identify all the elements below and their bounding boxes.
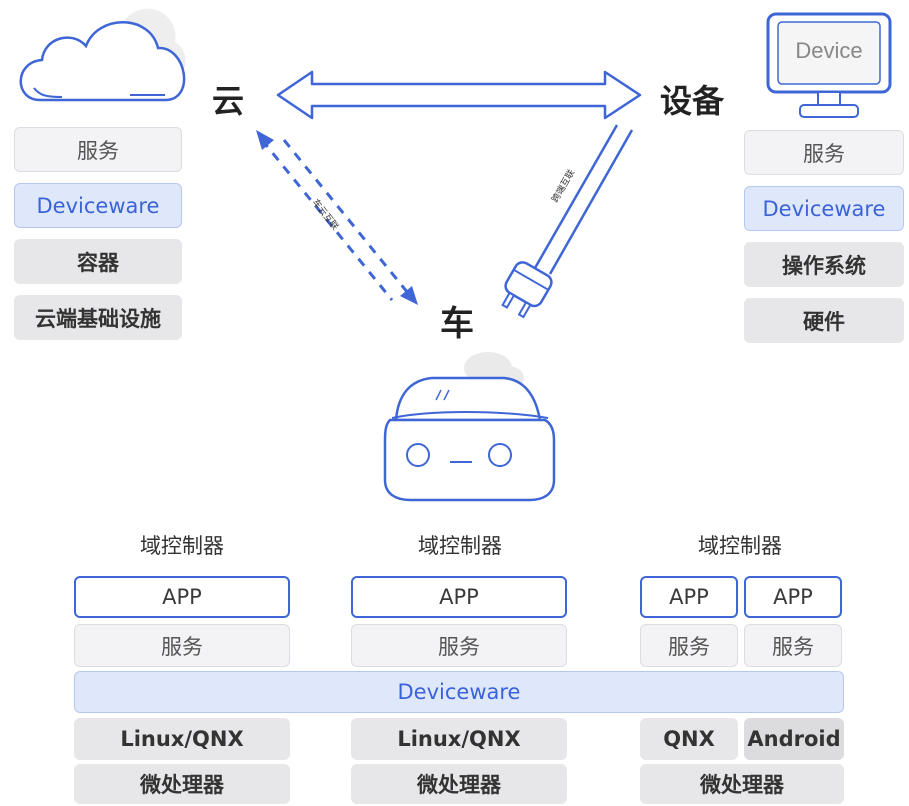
monitor-icon <box>766 12 892 118</box>
device-hardware-layer: 硬件 <box>744 298 904 343</box>
device-os-layer: 操作系统 <box>744 242 904 287</box>
cloud-label: 云 <box>212 82 245 120</box>
cloud-device-arrow <box>276 70 642 120</box>
device-service-layer: 服务 <box>744 130 904 175</box>
cloud-service-layer: 服务 <box>14 127 182 172</box>
controller-1-service: 服务 <box>74 624 290 667</box>
controller-1-app: APP <box>74 576 290 618</box>
controller-2-service: 服务 <box>351 624 567 667</box>
arrow-head-down <box>400 286 418 305</box>
car-cloud-dashed-arrows <box>260 139 414 301</box>
controller-1-os: Linux/QNX <box>74 718 290 760</box>
cloud-icon <box>19 8 186 102</box>
controller-1-hardware: 微处理器 <box>74 764 290 804</box>
cloud-infrastructure-layer: 云端基础设施 <box>14 295 182 340</box>
controller-2-app: APP <box>351 576 567 618</box>
cloud-deviceware-layer: Deviceware <box>14 183 182 228</box>
controller-3-app-1: APP <box>640 576 738 618</box>
car-icon <box>383 352 556 502</box>
controller-3-service-1: 服务 <box>640 624 738 667</box>
deviceware-bar: Deviceware <box>74 671 844 713</box>
plug-cable <box>501 124 634 319</box>
controller-3-os-android: Android <box>744 718 844 760</box>
controller-3-service-2: 服务 <box>744 624 842 667</box>
controller-2-os: Linux/QNX <box>351 718 567 760</box>
arrow-head-up <box>256 130 274 150</box>
controller-3-title: 域控制器 <box>698 534 782 558</box>
device-deviceware-layer: Deviceware <box>744 186 904 231</box>
controller-3-app-2: APP <box>744 576 842 618</box>
car-label: 车 <box>440 304 474 344</box>
controller-3-hardware: 微处理器 <box>640 764 844 804</box>
cloud-container-layer: 容器 <box>14 239 182 284</box>
device-label: 设备 <box>660 82 725 120</box>
device-screen-text: Device <box>795 38 863 63</box>
controller-2-hardware: 微处理器 <box>351 764 567 804</box>
controller-2-title: 域控制器 <box>418 534 502 558</box>
controller-1-title: 域控制器 <box>140 534 224 558</box>
controller-3-os-qnx: QNX <box>640 718 738 760</box>
